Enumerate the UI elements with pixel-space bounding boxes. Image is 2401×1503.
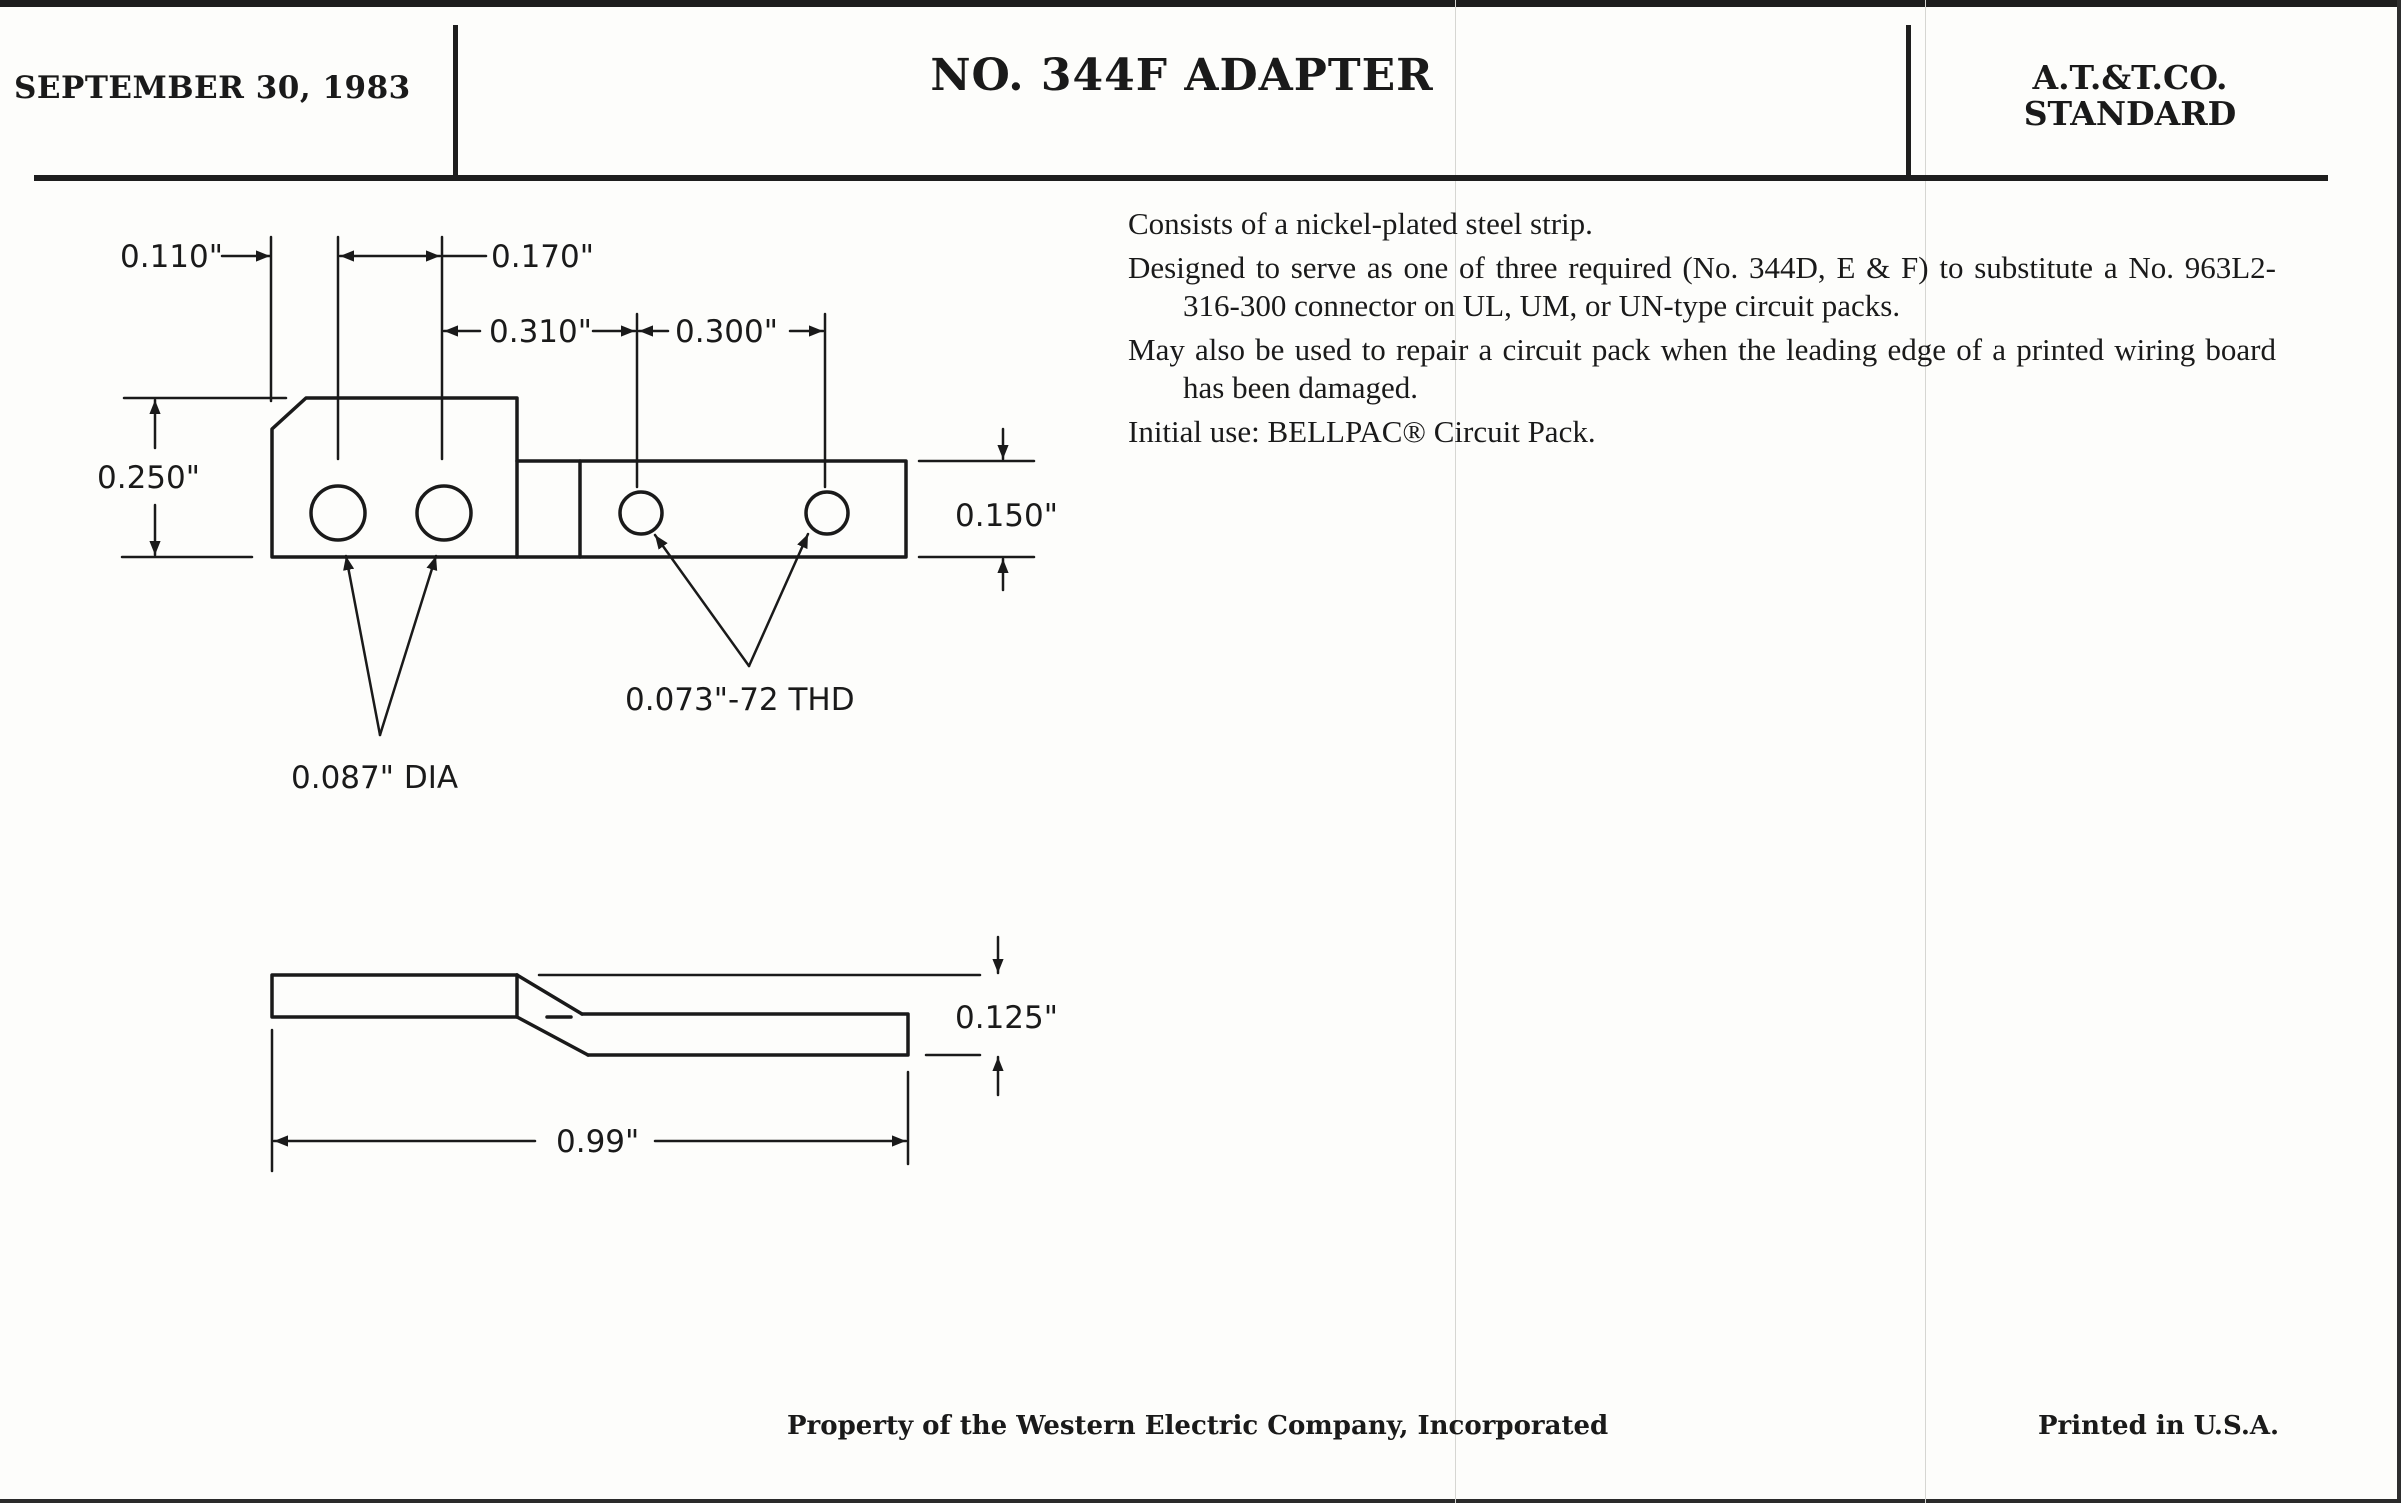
dim-label-offset: 0.125" bbox=[955, 1000, 1058, 1036]
header-divider-right bbox=[1906, 25, 1911, 175]
description-paragraph: Initial use: BELLPAC® Circuit Pack. bbox=[1128, 414, 1596, 449]
dim-label-hole-to-hole: 0.310" bbox=[489, 314, 592, 350]
standard-label: A.T.&T.CO. STANDARD bbox=[1910, 60, 2350, 132]
page-border-right bbox=[2397, 0, 2401, 1503]
dim-label-hole-spacing-right: 0.300" bbox=[675, 314, 778, 350]
page-border-top bbox=[0, 0, 2401, 7]
scan-fold-line bbox=[1455, 0, 1456, 1503]
dim-label-hole-spacing-left: 0.170" bbox=[491, 239, 594, 275]
hole-left-1 bbox=[309, 484, 367, 542]
leader-line bbox=[378, 554, 438, 737]
callout-holes: 0.087" DIA bbox=[291, 760, 458, 796]
top-view-outline bbox=[270, 396, 908, 559]
header-rule bbox=[34, 175, 2328, 181]
description-paragraph: Consists of a nickel-plated steel strip. bbox=[1128, 206, 1593, 241]
callout-threads: 0.073"-72 THD bbox=[625, 682, 855, 718]
hole-left-2 bbox=[415, 484, 473, 542]
dim-label-height-tab: 0.150" bbox=[955, 498, 1058, 534]
leader-line bbox=[343, 554, 382, 737]
scan-fold-line bbox=[1925, 0, 1926, 1503]
description-paragraph: Designed to serve as one of three requir… bbox=[1128, 250, 2276, 323]
threaded-hole-1 bbox=[618, 490, 664, 536]
page-border-bottom bbox=[0, 1499, 2401, 1503]
footer-printed-notice: Printed in U.S.A. bbox=[2038, 1411, 2280, 1441]
threaded-hole-2 bbox=[804, 490, 850, 536]
description-paragraph: May also be used to repair a circuit pac… bbox=[1128, 332, 2276, 405]
description: Consists of a nickel-plated steel strip.… bbox=[1128, 205, 2276, 457]
footer-property-notice: Property of the Western Electric Company… bbox=[787, 1411, 1609, 1441]
side-view-bend-upper bbox=[515, 973, 584, 1016]
side-view-bend-lower bbox=[515, 1015, 590, 1057]
dim-label-length: 0.99" bbox=[556, 1124, 639, 1160]
side-view-left-section bbox=[270, 973, 519, 1019]
leader-line bbox=[653, 533, 751, 668]
standard-label-line2: STANDARD bbox=[2023, 94, 2237, 133]
leader-line bbox=[747, 532, 810, 668]
standard-label-line1: A.T.&T.CO. bbox=[2032, 58, 2228, 97]
header-date: SEPTEMBER 30, 1983 bbox=[14, 70, 411, 106]
header-divider-left bbox=[453, 25, 458, 175]
side-view-right-section bbox=[580, 1012, 910, 1057]
page-title: NO. 344F ADAPTER bbox=[930, 50, 1434, 101]
dim-label-height-total: 0.250" bbox=[97, 460, 200, 496]
dim-label-chamfer: 0.110" bbox=[120, 239, 223, 275]
